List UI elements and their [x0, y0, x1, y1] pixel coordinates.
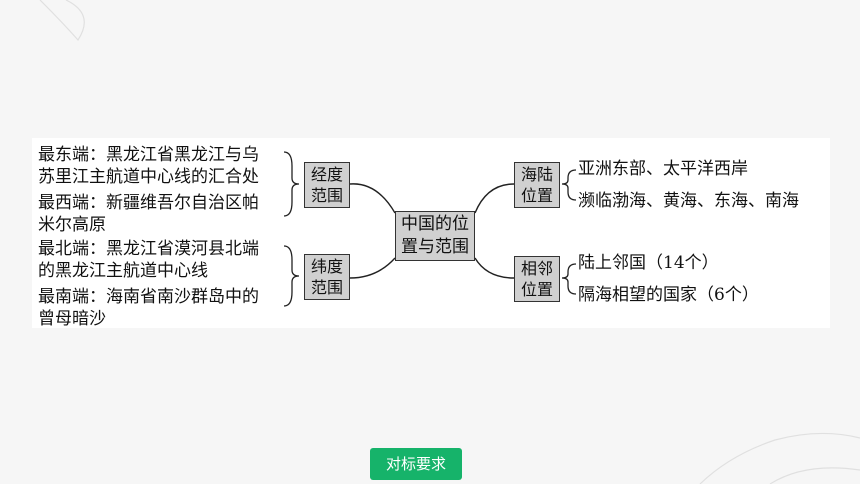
node-neighbor-line-1: 相邻: [520, 259, 553, 278]
south-line-2: 曾母暗沙: [38, 309, 106, 329]
mindmap-connectors: [283, 151, 577, 307]
benchmark-requirements-button[interactable]: 对标要求: [370, 448, 462, 480]
node-sea-land-line-1: 海陆: [520, 165, 553, 184]
node-latitude-line-2: 范围: [310, 278, 343, 297]
west-extreme-text: 最西端：新疆维吾尔自治区帕 米尔高原: [38, 192, 259, 236]
center-line-1: 中国的位: [401, 214, 469, 234]
sea-land-item: 濒临渤海、黄海、东海、南海: [578, 191, 799, 211]
node-latitude-range: 纬度 范围: [304, 254, 350, 300]
brace-latitude: [283, 245, 300, 307]
node-latitude-line-1: 纬度: [310, 257, 343, 276]
center-line-2: 置与范围: [401, 237, 469, 257]
neighbor-item: 隔海相望的国家（6个）: [578, 285, 759, 305]
brace-sea-land: [561, 169, 577, 201]
brace-longitude: [283, 151, 300, 217]
node-sea-land-line-2: 位置: [520, 186, 553, 205]
corner-curve-bottom-right: [699, 432, 860, 484]
north-line-1: 最北端：黑龙江省漠河县北端: [38, 239, 259, 259]
east-line-2: 苏里江主航道中心线的汇合处: [38, 167, 259, 187]
corner-curve-bottom-right-2: [769, 467, 860, 484]
node-center-china-position: 中国的位 置与范围: [395, 211, 475, 261]
node-sea-land-position: 海陆 位置: [514, 162, 560, 208]
north-extreme-text: 最北端：黑龙江省漠河县北端 的黑龙江主航道中心线: [38, 238, 259, 282]
brace-neighbors: [561, 263, 577, 295]
east-line-1: 最东端：黑龙江省黑龙江与乌: [38, 145, 259, 165]
north-line-2: 的黑龙江主航道中心线: [38, 261, 208, 281]
link-latitude: [349, 257, 396, 279]
node-neighbor-line-2: 位置: [520, 280, 553, 299]
link-longitude: [349, 183, 396, 214]
node-longitude-line-1: 经度: [310, 165, 343, 184]
south-extreme-text: 最南端：海南省南沙群岛中的 曾母暗沙: [38, 286, 259, 330]
sea-land-item: 亚洲东部、太平洋西岸: [578, 159, 748, 179]
east-extreme-text: 最东端：黑龙江省黑龙江与乌 苏里江主航道中心线的汇合处: [38, 144, 259, 188]
node-longitude-line-2: 范围: [310, 186, 343, 205]
south-line-1: 最南端：海南省南沙群岛中的: [38, 287, 259, 307]
link-neighbors: [474, 257, 515, 279]
west-line-1: 最西端：新疆维吾尔自治区帕: [38, 193, 259, 213]
corner-curve-top-left: [39, 0, 85, 41]
link-sea-land: [474, 183, 515, 214]
west-line-2: 米尔高原: [38, 215, 106, 235]
mindmap-panel: 最东端：黑龙江省黑龙江与乌 苏里江主航道中心线的汇合处 最西端：新疆维吾尔自治区…: [32, 138, 830, 330]
node-neighbor-position: 相邻 位置: [514, 256, 560, 302]
neighbor-item: 陆上邻国（14个）: [578, 253, 719, 273]
node-longitude-range: 经度 范围: [304, 162, 350, 208]
